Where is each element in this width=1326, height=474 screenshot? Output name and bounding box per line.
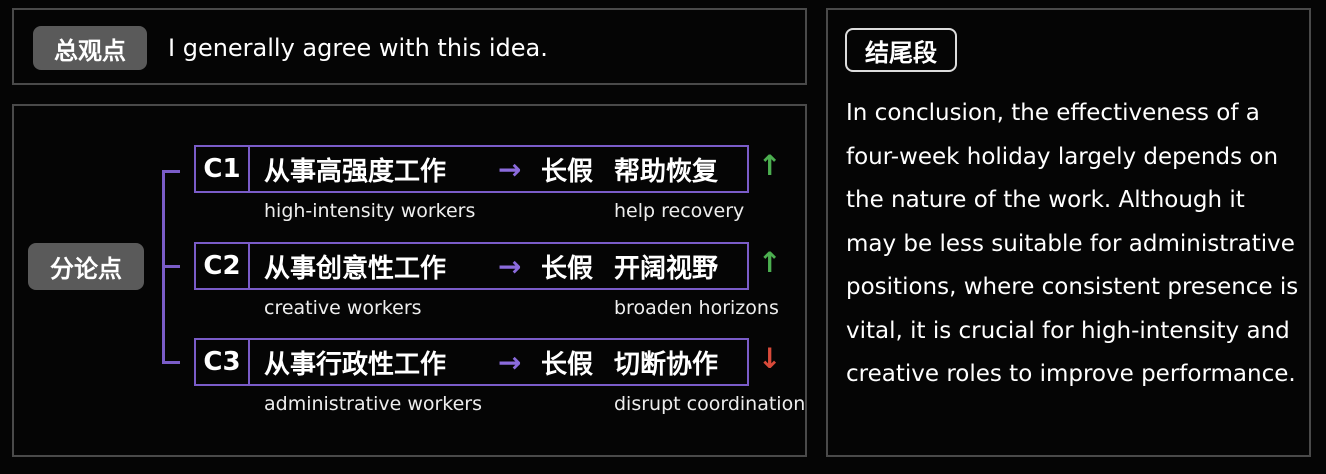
arrow-up-icon: ↑ [758, 149, 782, 182]
claim-id: C1 [196, 147, 250, 191]
subject-english: high-intensity workers [264, 200, 476, 222]
claim-id: C2 [196, 244, 250, 288]
overall-text: I generally agree with this idea. [168, 34, 548, 62]
conclusion-panel [826, 8, 1311, 457]
claim-holiday: 长假 [541, 349, 594, 380]
claim-subject: 从事高强度工作 [264, 156, 447, 187]
claim-effect: 帮助恢复 [614, 156, 719, 187]
bracket-tick-1 [162, 170, 180, 173]
arrow-up-icon: ↑ [758, 246, 782, 279]
sub-points-panel [12, 104, 807, 457]
overall-panel: 总观点 I generally agree with this idea. [12, 8, 807, 85]
right-arrow-icon: → [498, 345, 522, 379]
conclusion-badge: 结尾段 [845, 28, 957, 72]
claim-subject: 从事创意性工作 [264, 253, 447, 284]
claim-effect: 切断协作 [614, 349, 719, 380]
sub-points-badge: 分论点 [28, 243, 144, 290]
bracket-tick-3 [162, 361, 180, 364]
right-arrow-icon: → [498, 152, 522, 186]
subject-english: creative workers [264, 297, 422, 319]
effect-english: disrupt coordination [614, 393, 806, 415]
arrow-down-icon: ↓ [758, 342, 782, 375]
bracket-tick-2 [162, 265, 180, 268]
effect-english: help recovery [614, 200, 745, 222]
claim-row: C1 从事高强度工作 → 长假 帮助恢复 [194, 145, 749, 193]
claim-id: C3 [196, 340, 250, 384]
subject-english: administrative workers [264, 393, 483, 415]
right-arrow-icon: → [498, 249, 522, 283]
claim-row: C3 从事行政性工作 → 长假 切断协作 [194, 338, 749, 386]
effect-english: broaden horizons [614, 297, 779, 319]
claim-subject: 从事行政性工作 [264, 349, 447, 380]
claim-holiday: 长假 [541, 253, 594, 284]
claim-row: C2 从事创意性工作 → 长假 开阔视野 [194, 242, 749, 290]
claim-effect: 开阔视野 [614, 253, 719, 284]
claim-holiday: 长假 [541, 156, 594, 187]
conclusion-text: In conclusion, the effectiveness of a fo… [846, 100, 1299, 387]
overall-badge: 总观点 [33, 26, 147, 70]
